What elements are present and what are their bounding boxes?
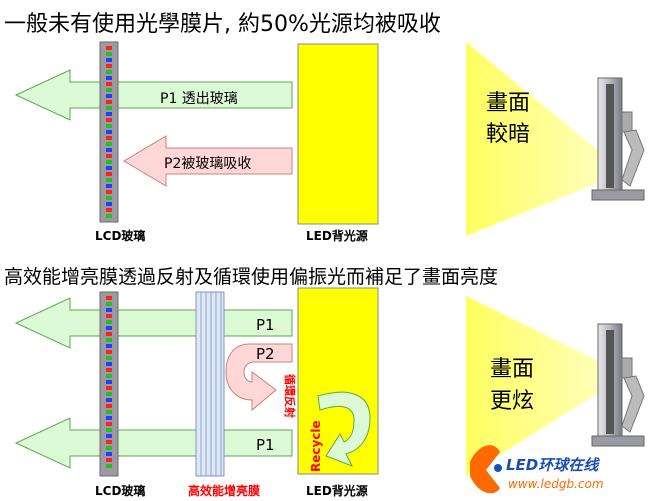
top-led-caption: LED背光源	[306, 229, 368, 243]
lcd-pixel	[106, 344, 112, 348]
recycle-arrow: Recycle	[309, 391, 371, 472]
p2-curved-arrow: P2 循環反射	[225, 343, 297, 418]
bottom-screen-line-2: 更炫	[490, 389, 534, 414]
lcd-pixel	[106, 422, 112, 426]
logo-brand: LED环球在线	[506, 456, 600, 474]
lcd-pixel	[106, 314, 112, 318]
lcd-pixel	[106, 350, 112, 354]
top-beam	[466, 42, 600, 236]
lcd-pixel	[106, 356, 112, 360]
lcd-pixel	[106, 160, 112, 164]
lcd-pixel	[106, 386, 112, 390]
top-screen-line-1: 畫面	[486, 91, 530, 116]
lcd-pixel	[106, 320, 112, 324]
lcd-pixel	[106, 208, 112, 212]
lcd-pixel	[106, 296, 112, 300]
lcd-pixel	[106, 458, 112, 462]
lcd-pixel	[106, 46, 112, 50]
lcd-pixel	[106, 362, 112, 366]
top-heading: 一般未有使用光學膜片, 約50%光源均被吸收	[4, 12, 441, 37]
lcd-pixel	[106, 166, 112, 170]
lcd-pixel	[106, 142, 112, 146]
lcd-pixel	[106, 94, 112, 98]
bottom-lcd-caption: LCD玻璃	[95, 484, 146, 498]
lcd-pixel	[106, 154, 112, 158]
lcd-pixel	[106, 452, 112, 456]
bottom-lcd-glass	[99, 291, 119, 477]
lcd-pixel	[106, 202, 112, 206]
bottom-film-caption: 高效能增亮膜	[188, 484, 261, 498]
bottom-arrow-p1-top-label: P1	[256, 316, 275, 334]
logo-mark-icon	[470, 445, 500, 494]
lcd-pixel	[106, 464, 112, 468]
lcd-pixel	[106, 124, 112, 128]
lcd-pixel	[106, 374, 112, 378]
lcd-pixel	[106, 184, 112, 188]
p2-label: P2	[256, 345, 275, 363]
lcd-pixel	[106, 308, 112, 312]
lcd-pixel	[106, 404, 112, 408]
lcd-pixel	[106, 416, 112, 420]
logo-url: www.ledgb.com	[508, 477, 604, 491]
lcd-pixel	[106, 178, 112, 182]
lcd-pixel	[106, 118, 112, 122]
lcd-pixel	[106, 434, 112, 438]
ledgb-logo: LED环球在线 www.ledgb.com	[470, 445, 604, 494]
top-led-backlight	[297, 43, 379, 225]
lcd-pixel	[106, 52, 112, 56]
lcd-pixel	[106, 88, 112, 92]
lcd-pixel	[106, 440, 112, 444]
top-screen-line-2: 較暗	[486, 122, 530, 147]
bottom-screen-text: 畫面 更炫	[490, 357, 534, 414]
top-arrow-p2: P2被玻璃吸收	[123, 135, 293, 187]
lcd-pixel	[106, 64, 112, 68]
lcd-pixel	[106, 70, 112, 74]
top-lcd-glass	[99, 41, 119, 223]
lcd-pixel	[106, 148, 112, 152]
lcd-pixel	[106, 338, 112, 342]
top-screen-text: 畫面 較暗	[486, 91, 530, 147]
bottom-led-caption: LED背光源	[306, 484, 368, 498]
bottom-arrow-p1-bottom: P1	[14, 417, 293, 469]
bottom-monitor	[591, 323, 645, 447]
lcd-pixel	[106, 326, 112, 330]
bottom-arrow-p1-top: P1	[14, 297, 293, 349]
lcd-pixel	[106, 100, 112, 104]
top-arrow-p1-label: P1 透出玻璃	[160, 90, 238, 107]
top-arrow-p2-label: P2被玻璃吸收	[164, 155, 251, 172]
bottom-arrow-p1-bottom-label: P1	[256, 436, 275, 454]
lcd-pixel	[106, 398, 112, 402]
lcd-pixel	[106, 428, 112, 432]
lcd-pixel	[106, 130, 112, 134]
lcd-pixel	[106, 190, 112, 194]
lcd-pixel	[106, 196, 112, 200]
lcd-pixel	[106, 214, 112, 218]
logo-dot-icon	[494, 464, 502, 472]
top-arrow-p1: P1 透出玻璃	[14, 69, 293, 121]
bottom-film	[195, 291, 225, 477]
lcd-pixel	[106, 368, 112, 372]
bottom-screen-line-1: 畫面	[490, 357, 534, 382]
lcd-pixel	[106, 392, 112, 396]
lcd-pixel	[106, 58, 112, 62]
lcd-pixel	[106, 380, 112, 384]
lcd-pixel	[106, 446, 112, 450]
lcd-pixel	[106, 172, 112, 176]
top-monitor	[591, 77, 645, 201]
lcd-pixel	[106, 76, 112, 80]
bottom-beam	[466, 296, 600, 476]
lcd-pixel	[106, 332, 112, 336]
lcd-pixel	[106, 302, 112, 306]
bottom-heading: 高效能增亮膜透過反射及循環使用偏振光而補足了畫面亮度	[4, 266, 499, 288]
lcd-pixel	[106, 136, 112, 140]
lcd-pixel	[106, 82, 112, 86]
recycle-label: Recycle	[309, 420, 323, 472]
lcd-pixel	[106, 112, 112, 116]
lcd-pixel	[106, 106, 112, 110]
top-lcd-caption: LCD玻璃	[95, 229, 146, 243]
reflect-label: 循環反射	[283, 374, 297, 418]
lcd-pixel	[106, 410, 112, 414]
